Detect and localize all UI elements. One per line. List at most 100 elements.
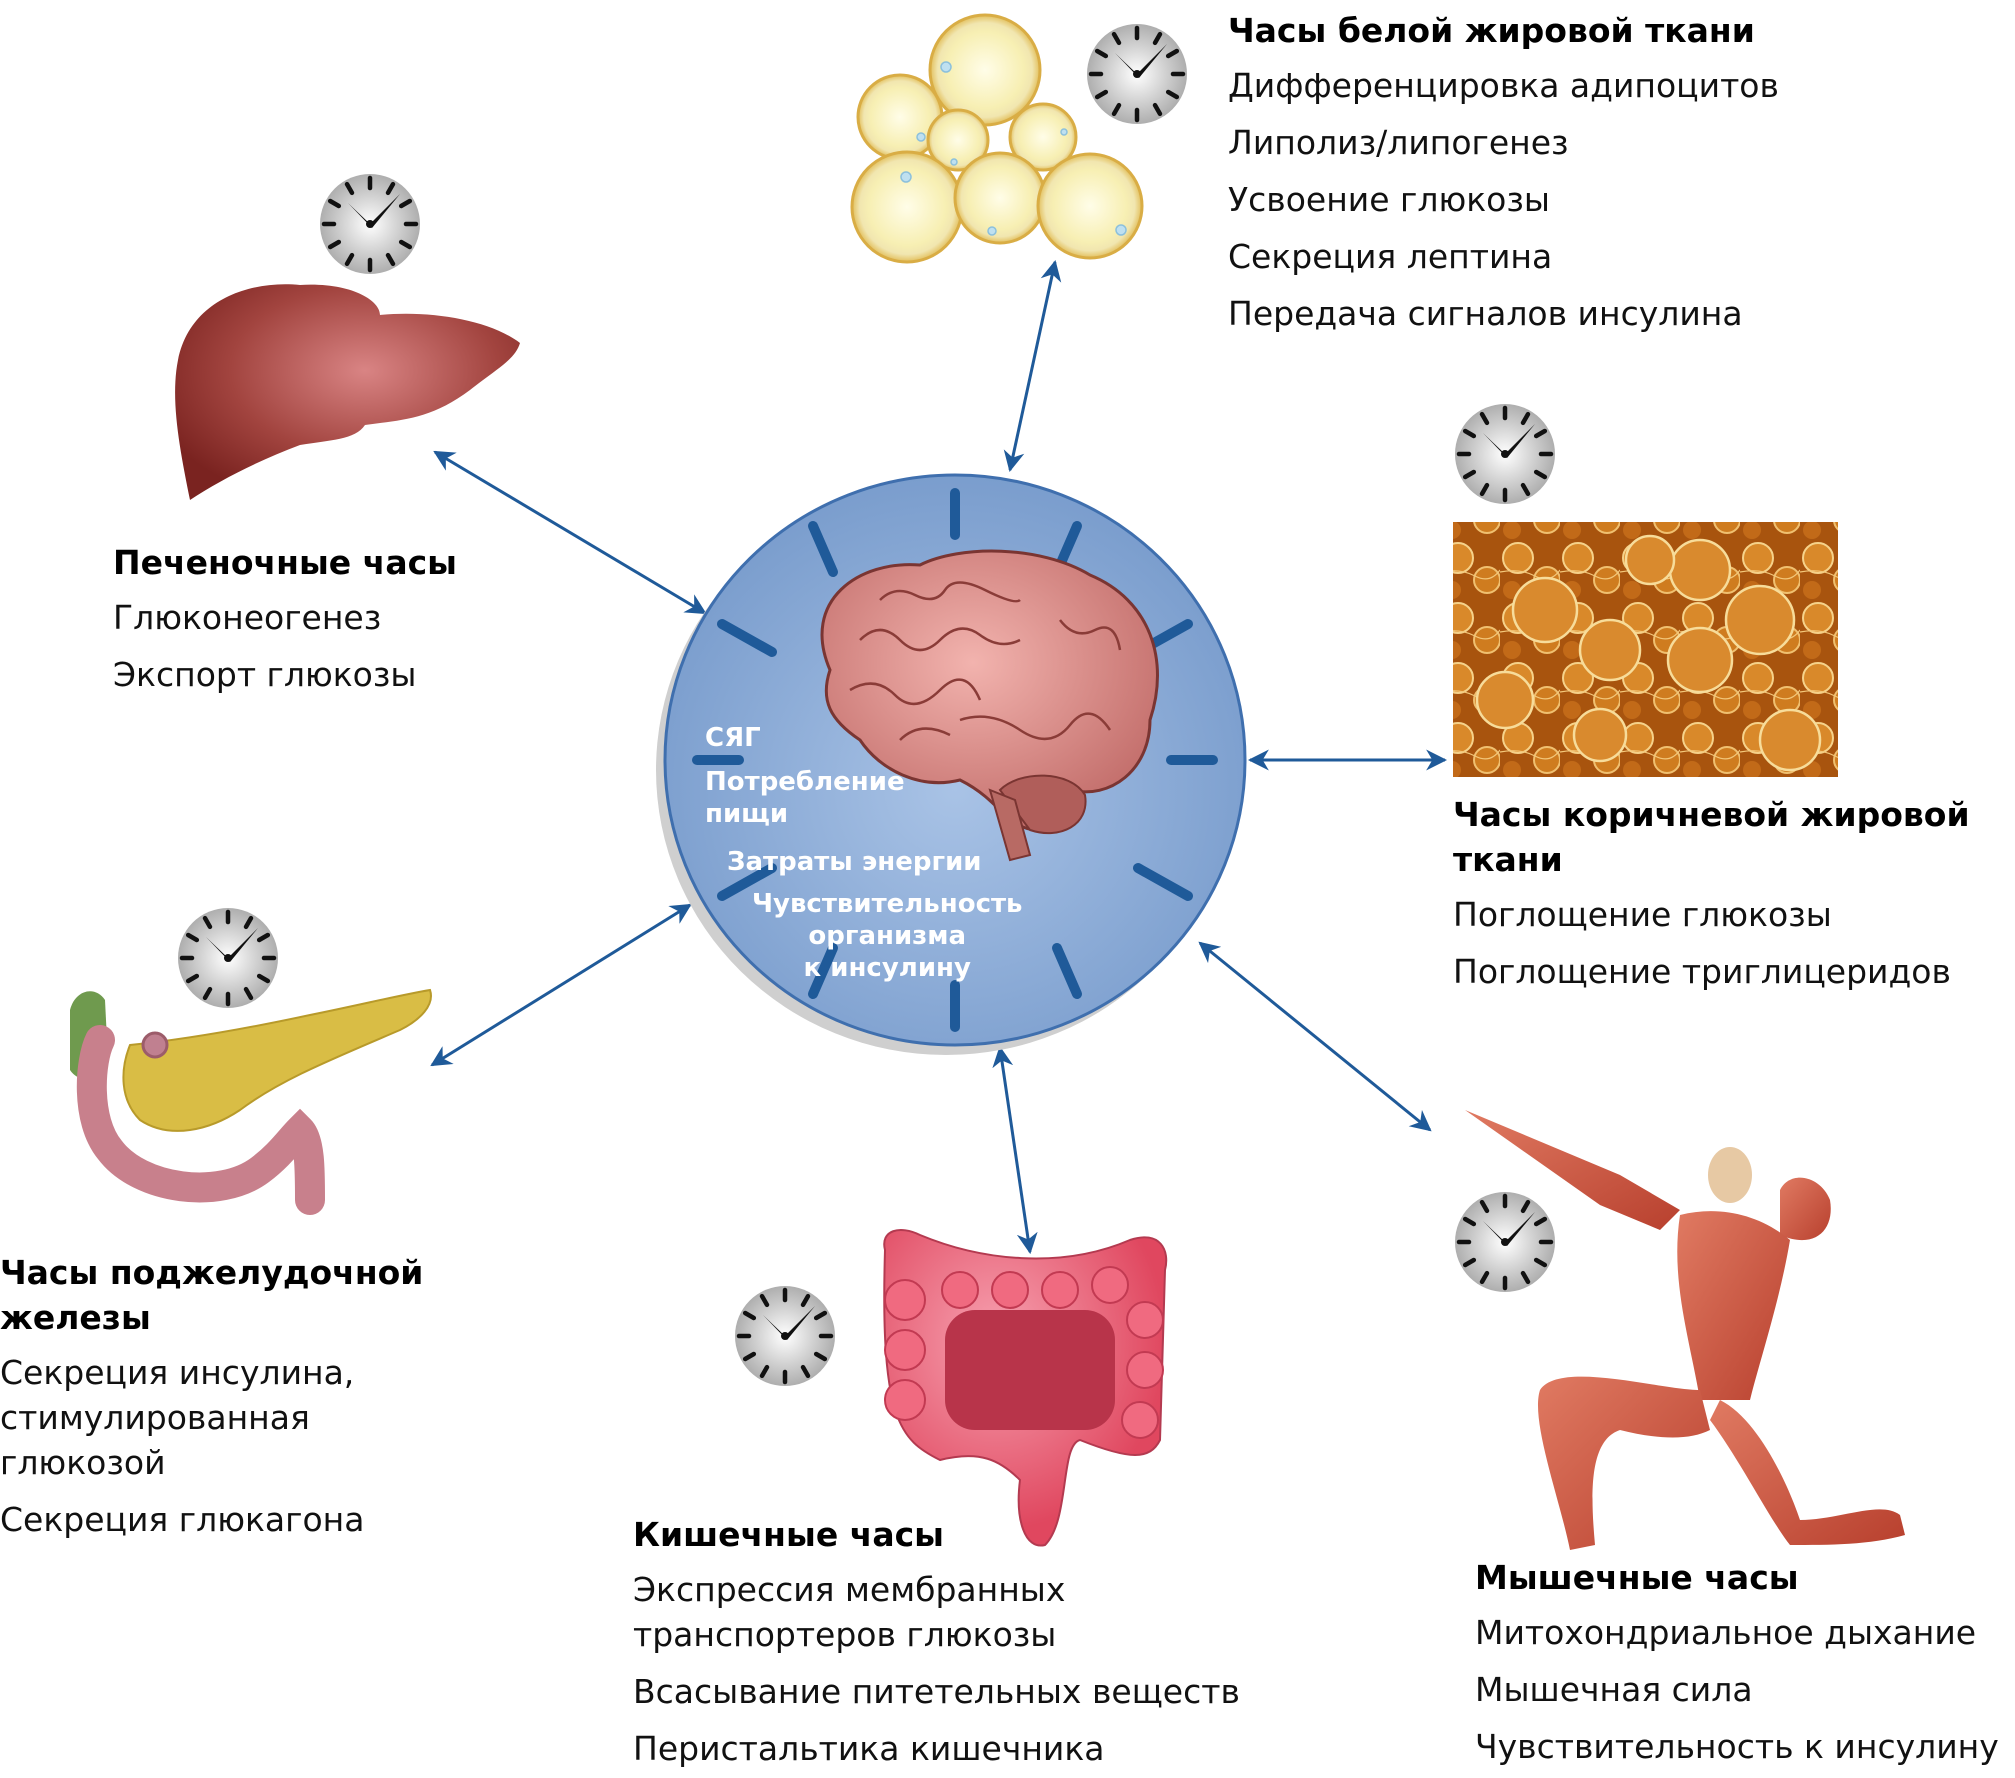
arrow-intestine — [992, 1045, 1038, 1255]
clock-hands — [1115, 44, 1167, 78]
intestine-item: Экспрессия мембранных транспортеров глюк… — [633, 1570, 1066, 1654]
clock-tick — [1479, 1199, 1490, 1214]
clock-tick — [398, 239, 413, 250]
clock-hands — [763, 1306, 815, 1340]
white-fat-title: Часы белой жировой ткани — [1228, 11, 1755, 50]
liver-item: Экспорт глюкозы — [113, 655, 417, 694]
clock-tick — [759, 1293, 770, 1308]
clock-tick — [1111, 102, 1122, 117]
brown-adipose-tissue-icon — [1453, 522, 1838, 777]
clock-tick — [256, 973, 271, 984]
clock-tick — [1520, 482, 1531, 497]
clock-tick — [1462, 428, 1477, 439]
intestine-block: Кишечные часы Экспрессия мембранных тран… — [633, 1512, 1273, 1771]
arrow-white-fat — [1003, 259, 1062, 473]
clock-tick — [385, 181, 396, 196]
white-fat-item: Дифференцировка адипоцитов — [1228, 66, 1779, 105]
white-fat-item: Усвоение глюкозы — [1228, 180, 1550, 219]
clock-tick — [202, 986, 213, 1001]
white-fat-block: Часы белой жировой ткани Дифференцировка… — [1228, 8, 1948, 336]
clock-tick — [202, 915, 213, 930]
clock-tick — [800, 1364, 811, 1379]
brain-icon — [820, 549, 1159, 862]
intestine-item: Перистальтика кишечника — [633, 1729, 1105, 1768]
liver-block: Печеночные часы Глюконеогенез Экспорт гл… — [113, 540, 533, 697]
clock-tick — [185, 973, 200, 984]
center-label-food-intake: Потребление пищи — [705, 767, 905, 829]
liver-title: Печеночные часы — [113, 543, 458, 582]
clock-tick — [813, 1351, 828, 1362]
clock-tick — [1520, 411, 1531, 426]
pancreas-item: Секреция глюкагона — [0, 1500, 365, 1539]
clock-tick — [742, 1310, 757, 1321]
intestine-icon — [883, 1229, 1168, 1547]
clock-icon — [176, 906, 280, 1010]
muscle-block: Мышечные часы Митохондриальное дыхание М… — [1475, 1555, 2015, 1769]
white-fat-item: Липолиз/липогенез — [1228, 123, 1569, 162]
muscle-title: Мышечные часы — [1475, 1558, 1799, 1597]
clock-tick — [1094, 89, 1109, 100]
brown-fat-title: Часы коричневой жировой ткани — [1453, 795, 1970, 879]
clock-hands — [348, 194, 400, 228]
clock-icon — [318, 172, 422, 276]
clock-tick — [385, 252, 396, 267]
center-label-scn: СЯГ — [705, 723, 761, 753]
white-fat-item: Секреция лептина — [1228, 237, 1553, 276]
clock-tick — [243, 986, 254, 1001]
clock-tick — [1152, 31, 1163, 46]
white-adipocytes-icon — [850, 13, 1144, 264]
clock-tick — [1462, 469, 1477, 480]
arrow-liver — [433, 450, 707, 615]
pancreas-block: Часы поджелудочной железы Секреция инсул… — [0, 1250, 430, 1542]
clock-tick — [243, 915, 254, 930]
clock-tick — [1165, 89, 1180, 100]
clock-icon — [1453, 402, 1557, 506]
clock-tick — [1479, 482, 1490, 497]
clock-tick — [1479, 411, 1490, 426]
arrow-muscle — [1198, 941, 1432, 1132]
clock-icon — [733, 1284, 837, 1388]
liver-item: Глюконеогенез — [113, 598, 382, 637]
pancreas-item: Секреция инсулина, стимулированная глюко… — [0, 1353, 355, 1482]
clock-tick — [344, 181, 355, 196]
pancreas-icon — [70, 988, 432, 1215]
pancreas-title: Часы поджелудочной железы — [0, 1253, 424, 1337]
clock-icon — [1085, 22, 1189, 126]
clock-tick — [1533, 1216, 1548, 1227]
clock-icon — [1453, 1190, 1557, 1294]
arrow-pancreas — [430, 903, 692, 1067]
clock-hands — [1483, 1212, 1535, 1246]
clock-tick — [185, 932, 200, 943]
clock-tick — [1111, 31, 1122, 46]
clock-tick — [800, 1293, 811, 1308]
clock-tick — [327, 239, 342, 250]
clock-tick — [1165, 48, 1180, 59]
brown-fat-block: Часы коричневой жировой ткани Поглощение… — [1453, 792, 2013, 994]
liver-icon — [175, 284, 520, 500]
clock-tick — [742, 1351, 757, 1362]
clock-tick — [1533, 469, 1548, 480]
clock-tick — [327, 198, 342, 209]
central-clock-disc — [656, 473, 1247, 1055]
clock-tick — [813, 1310, 828, 1321]
clock-tick — [1479, 1270, 1490, 1285]
center-label-energy-expenditure: Затраты энергии — [727, 847, 982, 877]
center-label-insulin-sensitivity: Чувствительность организма к инсулину — [752, 889, 1023, 983]
clock-tick — [1533, 1257, 1548, 1268]
clock-tick — [1520, 1199, 1531, 1214]
clock-tick — [1152, 102, 1163, 117]
muscle-item: Мышечная сила — [1475, 1670, 1753, 1709]
clock-tick — [1094, 48, 1109, 59]
clock-tick — [344, 252, 355, 267]
clock-tick — [759, 1364, 770, 1379]
brown-fat-item: Поглощение триглицеридов — [1453, 952, 1951, 991]
muscle-figure-icon — [1465, 1110, 1905, 1550]
clock-tick — [1462, 1257, 1477, 1268]
arrows — [430, 259, 1448, 1255]
white-fat-item: Передача сигналов инсулина — [1228, 294, 1743, 333]
clock-tick — [1462, 1216, 1477, 1227]
clock-tick — [256, 932, 271, 943]
clock-tick — [1533, 428, 1548, 439]
clock-hands — [1483, 424, 1535, 458]
